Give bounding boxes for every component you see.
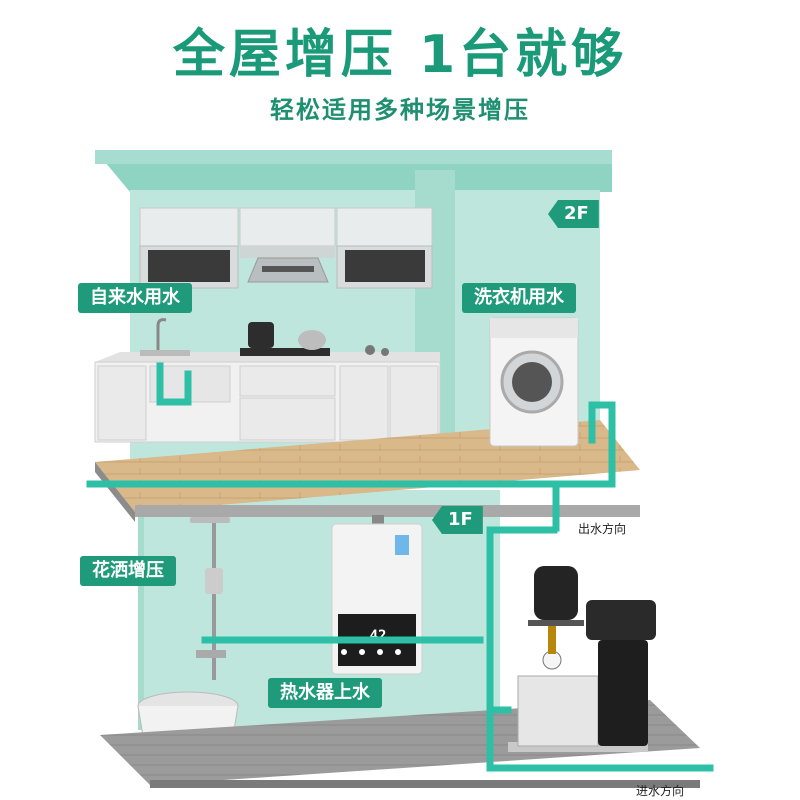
label-outlet-direction: 出水方向	[578, 522, 627, 536]
label-shower-boost: 花洒增压	[80, 556, 176, 586]
label-washer-water: 洗衣机用水	[462, 283, 576, 313]
booster-pump	[508, 566, 656, 752]
label-tap-water: 自来水用水	[78, 283, 192, 313]
upper-cabinets	[139, 207, 433, 289]
page-subtitle: 轻松适用多种场景增压	[270, 96, 530, 124]
shower	[190, 517, 230, 680]
floor-tag-1f: 1F	[432, 506, 483, 534]
floor-tag-2f: 2F	[548, 200, 599, 228]
label-heater-inlet: 热水器上水	[268, 678, 382, 708]
pipe-network	[86, 362, 714, 772]
label-inlet-direction: 进水方向	[636, 784, 685, 798]
page-title: 全屋增压 1台就够	[172, 25, 628, 85]
washing-machine	[489, 317, 579, 447]
water-heater	[331, 515, 423, 675]
